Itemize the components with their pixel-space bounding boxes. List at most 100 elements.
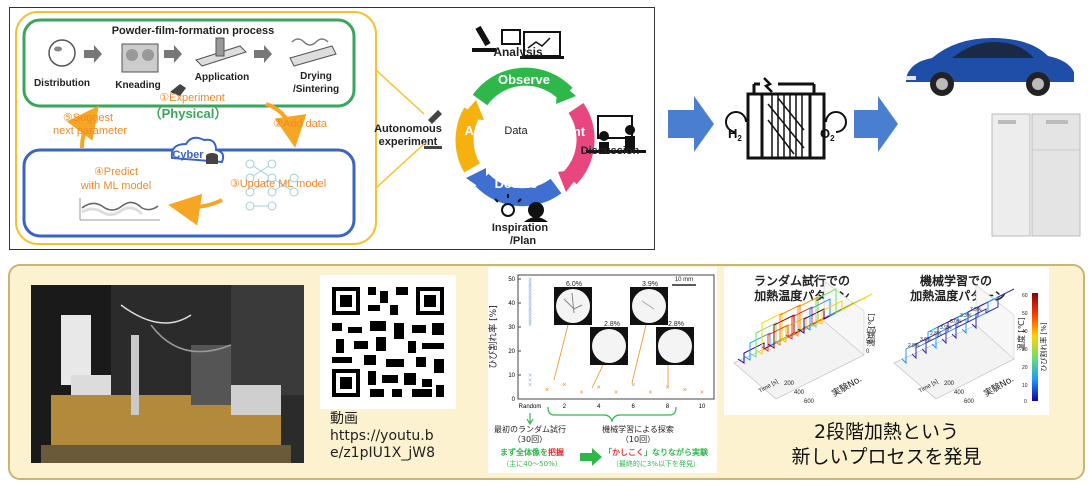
colorbar-ticks: 60 50 40 30 20 10 0 xyxy=(1022,293,1028,405)
qr-code[interactable] xyxy=(320,275,456,409)
heating-profile-line xyxy=(749,322,807,358)
right-3d-plot xyxy=(893,284,1015,400)
svg-text:3.9%: 3.9% xyxy=(940,325,952,331)
qr-code-svg xyxy=(332,287,444,397)
suggest-label-1: ⑤Suggest xyxy=(63,112,113,124)
video-url-2[interactable]: e/z1pIU1X_jW8 xyxy=(330,445,435,461)
robot-photo xyxy=(31,285,304,463)
left-z-tick-50: 50 xyxy=(866,339,873,345)
ooda-loop xyxy=(455,67,595,207)
discovery-line-1: 2段階加熱という xyxy=(813,421,960,443)
observe-arc xyxy=(472,67,573,106)
fuel-cell-car-image xyxy=(906,38,1074,96)
random-label: 最初のランダム試行 xyxy=(494,424,566,434)
data-point-marker: × xyxy=(528,322,532,329)
svg-text:10: 10 xyxy=(1022,383,1028,389)
process-arrow-icon xyxy=(254,45,272,63)
data-point-marker: × xyxy=(597,385,601,392)
plot-frame xyxy=(517,274,715,400)
left-z-tick-0: 0 xyxy=(866,349,870,355)
data-point-marker: × xyxy=(528,284,532,291)
y-tick-label: 20 xyxy=(508,349,515,355)
data-point-marker: × xyxy=(528,313,532,320)
inset-images xyxy=(554,287,694,365)
video-url-1[interactable]: https://youtu.b xyxy=(330,428,434,444)
heating-profile-line xyxy=(803,298,861,331)
step-kneading: Kneading xyxy=(115,80,161,91)
x-tick-label: 10 xyxy=(699,404,706,410)
inset-label-2: 3.9% xyxy=(642,281,658,288)
x-tick-label: Random xyxy=(519,404,542,410)
discovery-line-2: 新しいプロセスを発見 xyxy=(791,446,982,468)
y-tick-label: 30 xyxy=(508,325,515,331)
top-diagram-svg: Powder-film-formation process Distributi… xyxy=(15,11,646,247)
left-tick-3: 400 xyxy=(794,390,805,396)
orient-label: Orient xyxy=(547,124,586,139)
heating-profile-line xyxy=(761,320,819,352)
note-left-1: まず全体像を把握 xyxy=(500,447,564,457)
decide-label: Decide xyxy=(495,176,538,191)
h2-cycle-arrow-icon xyxy=(725,111,747,133)
data-point-marker: × xyxy=(528,298,532,305)
left-title-1: ランダム試行での xyxy=(754,273,850,288)
y-tick-label: 10 xyxy=(508,373,515,379)
step-distribution: Distribution xyxy=(34,78,90,89)
data-point-marker: × xyxy=(562,382,566,389)
svg-text:3.6%: 3.6% xyxy=(920,337,932,343)
physical-box xyxy=(22,18,356,108)
application-icon xyxy=(195,37,247,67)
svg-text:3.3%: 3.3% xyxy=(960,313,972,319)
right-tick-3: 400 xyxy=(954,390,965,396)
data-point-marker: × xyxy=(528,281,532,288)
data-point-marker: × xyxy=(648,389,652,396)
svg-text:50: 50 xyxy=(1022,311,1028,317)
data-point-marker: × xyxy=(528,305,532,312)
neural-network-icon xyxy=(245,159,299,211)
data-point-marker: × xyxy=(528,293,532,300)
right-tick-1: 200 xyxy=(944,381,955,387)
left-tick-5: 600 xyxy=(804,399,815,405)
random-down-arrow-icon xyxy=(526,413,534,426)
h2-label: H2 xyxy=(728,126,742,143)
svg-text:6.0%: 6.0% xyxy=(950,319,962,325)
right-pct-labels: 2.8% 3.6% 2.8% 3.9% 6.0% 3.3% 7.5% xyxy=(908,307,982,349)
cyber-box xyxy=(22,148,356,238)
scale-label: 10 mm xyxy=(675,277,693,283)
heating-profile-line xyxy=(773,304,831,346)
data-point-marker: × xyxy=(683,387,687,394)
data-point-marker: × xyxy=(528,317,532,324)
heating-profile-line xyxy=(815,293,873,325)
svg-text:40: 40 xyxy=(1022,329,1028,335)
cyber-label: Cyber xyxy=(172,149,204,161)
autonomous-line2: experiment xyxy=(379,136,438,148)
lightbulb-icon xyxy=(494,194,548,222)
data-point-marker: × xyxy=(528,279,532,286)
predict-arrow xyxy=(168,193,223,226)
data-point-marker: × xyxy=(700,389,704,396)
data-point-marker: × xyxy=(545,387,549,394)
heating-profile-line xyxy=(755,312,813,355)
video-caption: 動画 https://youtu.b e/z1pIU1X_jW8 xyxy=(330,411,435,462)
inset-label-3: 2.8% xyxy=(604,321,620,328)
x-tick-label: 2 xyxy=(563,404,567,410)
autonomous-experiment-diagram: Powder-film-formation process Distributi… xyxy=(9,7,655,250)
act-label: Act xyxy=(465,123,487,138)
connector-line xyxy=(375,143,425,189)
data-point-marker: × xyxy=(666,385,670,392)
data-point-marker: × xyxy=(528,310,532,317)
inspiration-label-2: /Plan xyxy=(510,235,537,247)
heating-profile-line xyxy=(809,288,867,328)
svg-text:30: 30 xyxy=(1022,347,1028,353)
o2-cycle-arrow-icon xyxy=(825,111,847,133)
data-point-marker: × xyxy=(580,389,584,396)
ml-label: 機械学習による探索 xyxy=(602,424,674,434)
svg-text:2.8%: 2.8% xyxy=(930,331,942,337)
data-point-marker: × xyxy=(528,320,532,327)
step-drying: Drying xyxy=(300,71,332,82)
heating-profile-line xyxy=(971,288,1015,330)
electrolysis-cell: H2 O2 xyxy=(724,64,848,174)
data-point-marker: × xyxy=(528,296,532,303)
outer-yellow-frame xyxy=(15,11,377,245)
cloud-icon xyxy=(170,136,225,164)
